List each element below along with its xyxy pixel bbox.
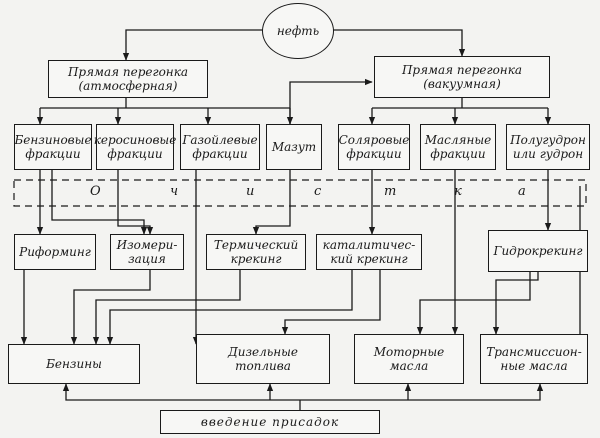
ochistka-letter-4: с [314,184,322,199]
gasoil-fractions-box: Газойлевые фракции [180,124,260,170]
hydrocracking-box: Гидрокрекинг [488,230,588,272]
neft-node: нефть [262,3,334,59]
ochistka-letter-5: т [384,184,397,199]
kerosene-fractions-box: керосиновые фракции [94,124,176,170]
motor-oils-box: Моторные масла [354,334,464,384]
additives-box: введение присадок [160,410,380,434]
reforming-box: Риформинг [14,234,96,270]
vacuum-distillation-box: Прямая перегонка (вакуумная) [374,56,550,98]
ochistka-letter-7: а [518,184,526,199]
catalytic-cracking-box: каталитичес- кий крекинг [316,234,422,270]
neft-to-vak-arrow [322,29,466,57]
ochistka-letter-2: ч [170,184,179,199]
semi-tar-box: Полугудрон или гудрон [506,124,590,170]
thermal-cracking-box: Термический крекинг [206,234,306,270]
transmission-oils-box: Трансмиссион- ные масла [480,334,588,384]
isomerization-box: Изомери- зация [110,234,184,270]
oil-fractions-box: Масляные фракции [420,124,496,170]
ochistka-band [13,179,587,207]
gasoline-fractions-box: Бензиновые фракции [14,124,92,170]
mazut-box: Мазут [266,124,322,170]
ochistka-letter-3: и [246,184,255,199]
diesel-fuel-box: Дизельные топлива [196,334,330,384]
ochistka-letter-6: к [454,184,462,199]
gasoline-product-box: Бензины [8,344,140,384]
solar-fractions-box: Соляровые фракции [338,124,410,170]
atmospheric-distillation-box: Прямая перегонка (атмосферная) [48,60,208,98]
neft-to-atm-arrow [122,29,274,61]
ochistka-letter-1: О [90,184,101,199]
